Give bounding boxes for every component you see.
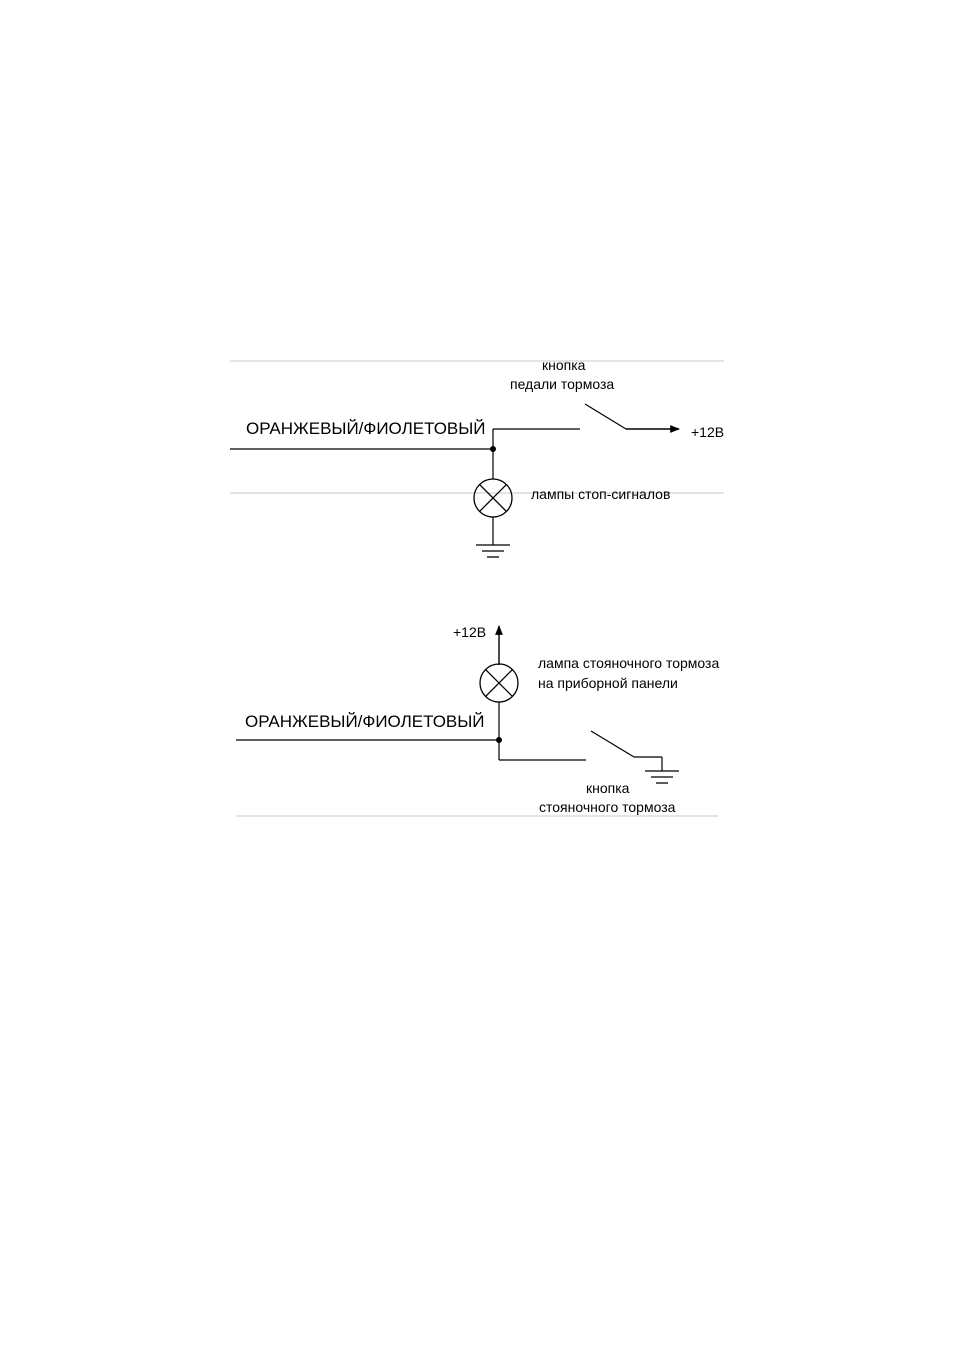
supply-label: +12В — [453, 624, 486, 640]
ground-icon — [476, 545, 510, 557]
switch-label-line1: кнопка — [586, 780, 630, 796]
parking-brake-circuit: +12В лампа стояночного тормоза на прибор… — [236, 624, 719, 816]
ground-icon — [645, 771, 679, 783]
brake-pedal-switch — [585, 404, 626, 429]
switch-label-line2: педали тормоза — [510, 376, 614, 392]
parking-brake-switch — [591, 731, 634, 757]
wire-label: ОРАНЖЕВЫЙ/ФИОЛЕТОВЫЙ — [245, 712, 485, 731]
switch-label-line2: стояночного тормоза — [539, 799, 676, 815]
switch-label-line1: кнопка — [542, 357, 586, 373]
wire-label: ОРАНЖЕВЫЙ/ФИОЛЕТОВЫЙ — [246, 419, 486, 438]
brake-pedal-circuit: ОРАНЖЕВЫЙ/ФИОЛЕТОВЫЙ кнопка педали тормо… — [230, 357, 724, 557]
parking-brake-lamp-icon — [480, 664, 518, 702]
supply-label: +12В — [691, 424, 724, 440]
lamp-label-line1: лампа стояночного тормоза — [538, 655, 719, 671]
stop-lamp-icon — [474, 479, 512, 517]
lamp-label: лампы стоп-сигналов — [531, 486, 670, 502]
lamp-label-line2: на приборной панели — [538, 675, 678, 691]
